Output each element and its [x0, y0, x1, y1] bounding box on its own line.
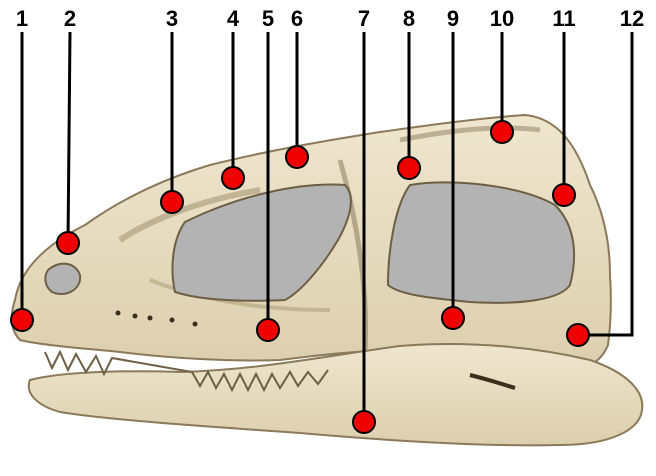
marker-2: [56, 231, 80, 255]
marker-12: [566, 323, 590, 347]
orbit: [171, 183, 352, 302]
marker-1: [10, 308, 34, 332]
marker-3: [160, 190, 184, 214]
label-6: 6: [291, 6, 303, 31]
lower-jaw: [27, 342, 644, 447]
label-2: 2: [64, 6, 76, 31]
label-10: 10: [490, 6, 514, 31]
label-9: 9: [447, 6, 459, 31]
upper-teeth: [44, 349, 329, 393]
label-3: 3: [166, 6, 178, 31]
markers: [10, 120, 590, 434]
temporal-fenestra: [386, 181, 576, 304]
marker-5: [256, 318, 280, 342]
label-1: 1: [16, 6, 28, 31]
label-5: 5: [262, 6, 274, 31]
marker-7: [352, 410, 376, 434]
marker-6: [285, 145, 309, 169]
label-8: 8: [403, 6, 415, 31]
label-11: 11: [552, 6, 575, 31]
label-12: 12: [620, 6, 644, 31]
naris: [44, 262, 82, 295]
leader-lines: [20, 31, 634, 422]
marker-4: [221, 166, 245, 190]
marker-10: [490, 120, 514, 144]
skull-illustration: [10, 113, 644, 447]
label-7: 7: [358, 6, 370, 31]
marker-11: [552, 183, 576, 207]
label-4: 4: [227, 6, 240, 31]
marker-9: [441, 306, 465, 330]
number-labels: 1 2 3 4 5 6 7 8 9 10 11 12: [16, 6, 644, 31]
marker-8: [397, 156, 421, 180]
